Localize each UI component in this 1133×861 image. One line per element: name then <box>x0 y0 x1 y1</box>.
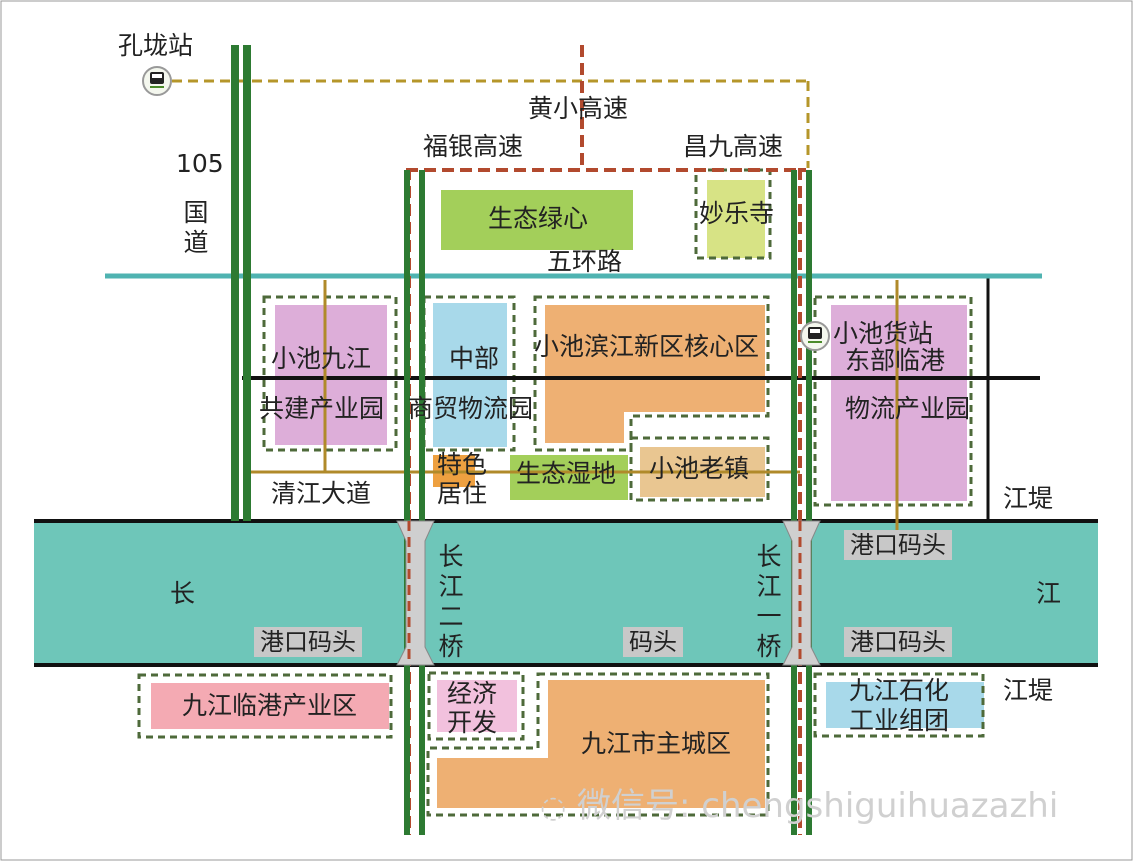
pier-east: 港口码头 <box>844 627 952 657</box>
river-label-chang: 长 <box>170 579 196 608</box>
river-label-jiang: 江 <box>1036 579 1062 608</box>
petrochem-label-2: 工业组团 <box>849 706 950 735</box>
outline-economic <box>427 671 525 741</box>
fuyin-expressway-label: 福银高速 <box>423 132 524 161</box>
green-highways <box>231 45 812 835</box>
pier-center: 码头 <box>623 627 683 657</box>
pier-west: 港口码头 <box>254 627 362 657</box>
changjiu-expressway-label: 昌九高速 <box>683 132 784 161</box>
train-station-icon <box>142 66 172 96</box>
west-hwy-left <box>404 170 410 835</box>
zone-fill-miaole-temple <box>707 180 765 258</box>
economic-dev-label-2: 开发 <box>447 708 498 737</box>
bridge-two-label: 长江二桥 <box>438 542 464 661</box>
port-industry-label: 九江临港产业区 <box>182 691 358 720</box>
g105-right <box>243 45 251 521</box>
wechat-icon: ◌ <box>540 790 567 825</box>
qingjiang-avenue-label: 清江大道 <box>271 479 372 508</box>
huangxiao-expressway-label: 黄小高速 <box>528 94 629 123</box>
central-logistics-label-1: 中部 <box>449 344 500 373</box>
zone-fill-port-industry <box>151 683 389 729</box>
zone-fill-central-logistics <box>433 303 507 447</box>
freight-station-icon <box>800 321 830 351</box>
petrochem-label-1: 九江石化 <box>849 676 950 705</box>
pier-northeast: 港口码头 <box>844 530 952 560</box>
binjiang-core-label: 小池滨江新区核心区 <box>534 332 760 361</box>
konglong-station-label: 孔垅站 <box>118 31 194 60</box>
g105-chars-label: 国道 <box>183 198 209 257</box>
g105-number-label: 105 <box>176 149 224 178</box>
outline-core <box>533 295 770 452</box>
zone-fill-ecological-green-heart <box>441 190 633 250</box>
outline-port-industry <box>137 673 393 739</box>
outline-xiaochi-jiujiang <box>262 295 398 452</box>
zone-fill-binjiang-core <box>545 305 765 443</box>
old-town-label: 小池老镇 <box>649 454 750 483</box>
outline-petrochem <box>813 672 985 738</box>
residential-label-2: 居住 <box>437 479 488 508</box>
zone-fill-east-port-logistics <box>831 305 967 501</box>
miaole-temple-label: 妙乐寺 <box>699 199 775 228</box>
zone-fill-main-city <box>437 680 765 808</box>
zone-fill-wetland <box>510 455 628 500</box>
outline-east <box>813 295 973 507</box>
zone-fill-economic-dev <box>437 680 517 732</box>
gold-roads <box>250 280 899 540</box>
zone-fill-petrochem <box>826 682 984 728</box>
g105-left <box>231 45 239 521</box>
xiaochi-jiujiang-label-2: 共建产业园 <box>259 394 385 423</box>
east-hwy-right <box>806 170 812 835</box>
bridge-two <box>396 520 435 666</box>
wechat-watermark: ◌ 微信号: chengshiguihuazazhi <box>540 778 1058 827</box>
watermark-text: 微信号: chengshiguihuazazhi <box>577 786 1059 826</box>
west-hwy-right <box>419 170 425 835</box>
economic-dev-label-1: 经济 <box>447 679 498 708</box>
south-dike-label: 江堤 <box>1003 676 1054 705</box>
wetland-label: 生态湿地 <box>516 459 617 488</box>
east-hwy-left <box>791 170 797 835</box>
xiaochi-freight-station-label: 小池货站 <box>833 319 934 348</box>
residential-label-1: 特色 <box>437 450 488 479</box>
xiaochi-jiujiang-label-1: 小池九江 <box>271 344 372 373</box>
fifth-ring-road-label: 五环路 <box>547 247 623 276</box>
bridge-one-label: 长江一桥 <box>756 542 782 661</box>
outline-old-town <box>629 436 770 502</box>
outline-main-city <box>426 672 770 817</box>
main-city-label: 九江市主城区 <box>581 729 732 758</box>
central-logistics-label-2: 商贸物流园 <box>408 394 534 423</box>
zone-fill-xiaochi-jiujiang <box>275 305 387 445</box>
railway <box>172 79 810 168</box>
east-port-label-2: 物流产业园 <box>845 394 971 423</box>
east-port-label-1: 东部临港 <box>845 346 946 375</box>
north-dike-label: 江堤 <box>1003 484 1054 513</box>
ecological-green-heart-label: 生态绿心 <box>488 204 589 233</box>
